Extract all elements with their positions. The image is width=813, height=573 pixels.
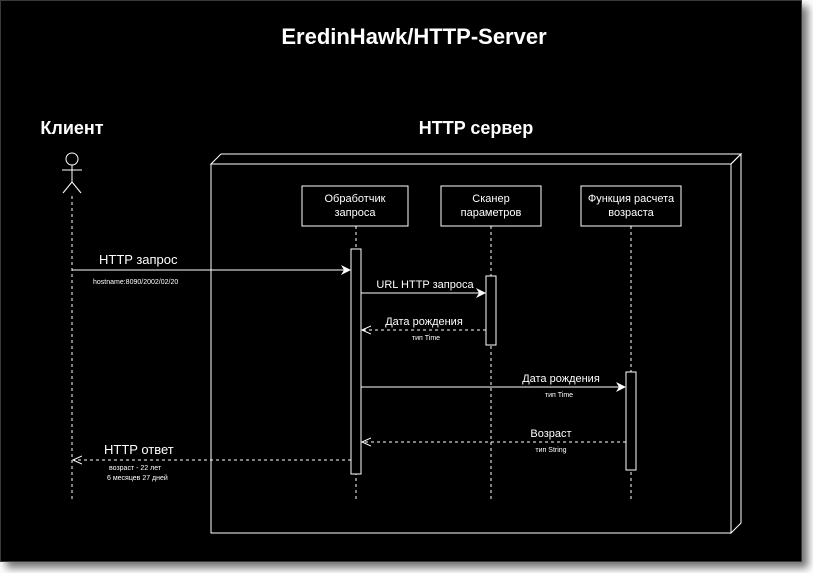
participant-label-line1: Обработчик	[325, 193, 386, 205]
server-node-box	[209, 152, 743, 535]
participant-label-line1: Сканер	[472, 193, 509, 205]
sequence-diagram: EredinHawk/HTTP-Server Клиент HTTP серве…	[40, 24, 743, 535]
actor-label: Клиент	[40, 118, 103, 138]
server-label: HTTP сервер	[419, 118, 534, 138]
message-label: URL HTTP запроса	[376, 279, 474, 291]
message-label: HTTP ответ	[104, 442, 174, 457]
message-note: тип String	[535, 447, 566, 454]
client-actor-icon	[62, 152, 82, 194]
message-note: тип Time	[412, 335, 440, 342]
message-url-http-request: URL HTTP запроса	[361, 279, 486, 298]
request-handler-activation	[350, 248, 362, 475]
message-note-line1: возраст - 22 лет	[109, 465, 162, 472]
message-birth-date-return: Дата рождения тип Time	[362, 316, 486, 342]
participant-label-line2: возраста	[608, 207, 654, 219]
diagram-canvas: EredinHawk/HTTP-Server Клиент HTTP серве…	[0, 0, 802, 562]
participant-param-scanner: Сканер параметров	[440, 185, 542, 227]
age-calculator-activation	[625, 371, 637, 471]
message-age-return: Возраст тип String	[362, 428, 626, 454]
participant-label-line1: Функция расчета	[588, 193, 675, 205]
participant-label-line2: запроса	[335, 207, 377, 219]
param-scanner-activation	[485, 275, 497, 346]
participant-request-handler: Обработчик запроса	[301, 185, 409, 227]
message-note-line2: 6 месяцев 27 дней	[107, 474, 168, 482]
message-label: Возраст	[530, 428, 571, 440]
message-birth-date-call: Дата рождения тип Time	[361, 373, 626, 399]
participant-age-calculator: Функция расчета возраста	[580, 185, 682, 227]
diagram-title: EredinHawk/HTTP-Server	[281, 24, 547, 49]
message-label: HTTP запрос	[99, 252, 178, 267]
participant-label-line2: параметров	[461, 207, 522, 219]
message-http-response: HTTP ответ возраст - 22 лет 6 месяцев 27…	[73, 442, 351, 482]
message-note: hostname:8090/2002/02/20	[93, 279, 178, 286]
message-http-request: HTTP запрос hostname:8090/2002/02/20	[72, 252, 351, 286]
message-note: тип Time	[545, 392, 573, 399]
message-label: Дата рождения	[385, 316, 463, 328]
message-label: Дата рождения	[522, 373, 600, 385]
